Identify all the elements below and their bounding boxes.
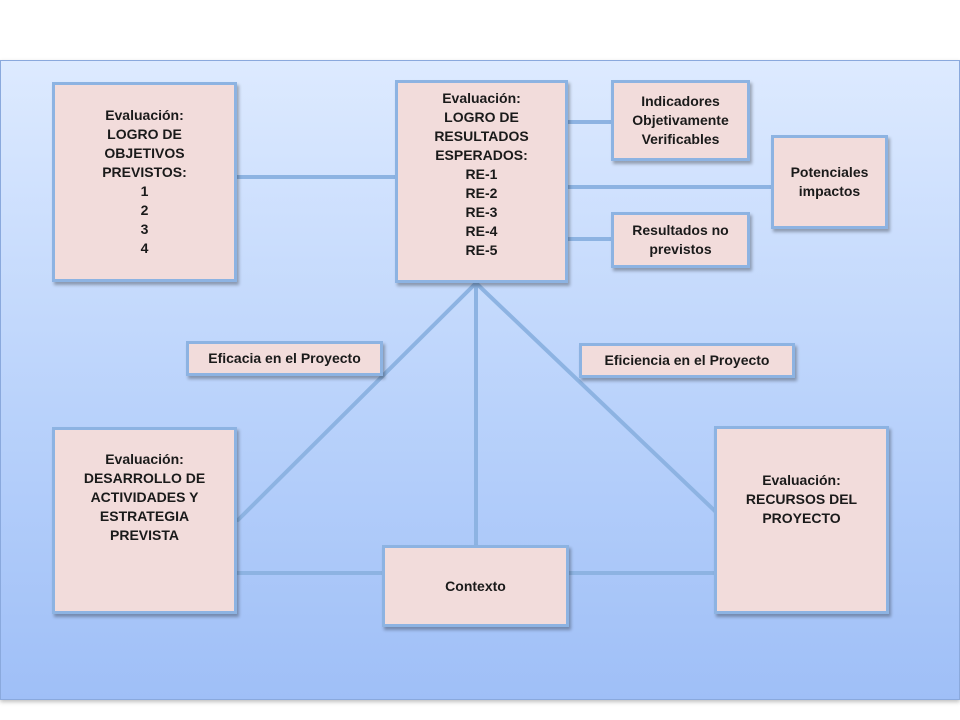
actividades-box: Evaluación: DESARROLLO DE ACTIVIDADES Y … bbox=[52, 427, 237, 614]
objetivos-box: Evaluación: LOGRO DE OBJETIVOS PREVISTOS… bbox=[52, 82, 237, 282]
recursos-label: Evaluación: RECURSOS DEL PROYECTO bbox=[745, 472, 858, 526]
potenciales-impactos-box: Potenciales impactos bbox=[771, 135, 888, 229]
contexto-box: Contexto bbox=[382, 545, 569, 627]
resultados-no-previstos-label: Resultados no previstos bbox=[632, 222, 729, 257]
connector-resultados-recursos bbox=[474, 281, 718, 514]
indicadores-box: Indicadores Objetivamente Verificables bbox=[611, 80, 750, 161]
eficacia-box: Eficacia en el Proyecto bbox=[186, 341, 383, 376]
resultados-no-previstos-box: Resultados no previstos bbox=[611, 212, 750, 268]
indicadores-label: Indicadores Objetivamente Verificables bbox=[632, 93, 729, 147]
connector-resultados-actividades bbox=[236, 281, 478, 522]
contexto-label: Contexto bbox=[445, 577, 506, 594]
eficiencia-box: Eficiencia en el Proyecto bbox=[579, 343, 795, 378]
potenciales-impactos-label: Potenciales impactos bbox=[790, 164, 869, 199]
recursos-box: Evaluación: RECURSOS DEL PROYECTO bbox=[714, 426, 889, 614]
eficiencia-label: Eficiencia en el Proyecto bbox=[604, 352, 770, 368]
objetivos-label: Evaluación: LOGRO DE OBJETIVOS PREVISTOS… bbox=[102, 107, 187, 256]
actividades-label: Evaluación: DESARROLLO DE ACTIVIDADES Y … bbox=[83, 451, 206, 543]
resultados-box: Evaluación: LOGRO DE RESULTADOS ESPERADO… bbox=[395, 80, 568, 283]
eficacia-label: Eficacia en el Proyecto bbox=[208, 350, 361, 366]
resultados-label: Evaluación: LOGRO DE RESULTADOS ESPERADO… bbox=[434, 90, 529, 258]
